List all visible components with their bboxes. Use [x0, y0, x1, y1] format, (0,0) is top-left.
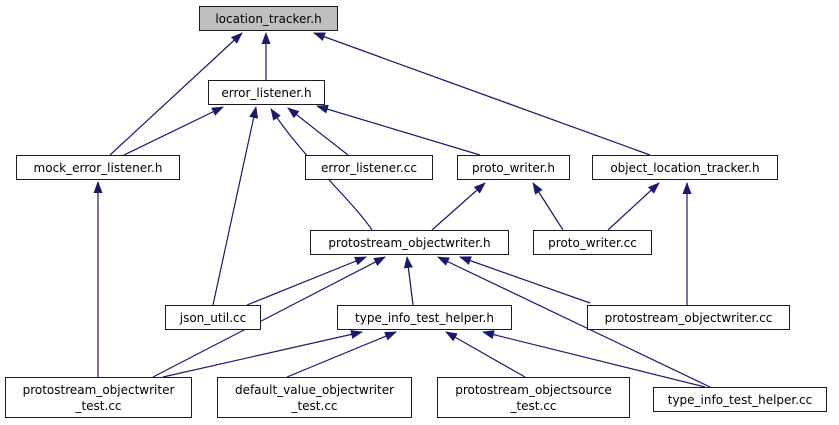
edge-mock_error_listener_h-to-location_tracker_h [109, 32, 243, 156]
edge-protostream_objectwriter_test_cc-to-type_info_test_helper_h [162, 330, 363, 378]
edge-protostream_objectwriter_h-to-proto_writer_h [431, 182, 486, 231]
node-protostream_objectwriter_test_cc[interactable]: protostream_objectwriter _test.cc [5, 377, 192, 418]
node-default_value_objectwriter_test_cc[interactable]: default_value_objectwriter _test.cc [217, 377, 412, 418]
edge-json_util_cc-to-protostream_objectwriter_h [246, 256, 367, 306]
edge-proto_writer_cc-to-proto_writer_h [532, 182, 564, 231]
edge-mock_error_listener_h-to-error_listener_h [123, 106, 224, 156]
edge-error_listener_cc-to-error_listener_h [287, 107, 349, 156]
edges-group [93, 32, 711, 388]
edge-protostream_objectwriter_cc-to-protostream_objectwriter_h [459, 256, 591, 304]
node-error_listener_h[interactable]: error_listener.h [208, 80, 325, 105]
edge-type_info_test_helper_h-to-protostream_objectwriter_h [403, 256, 414, 306]
edge-type_info_test_helper_cc-to-protostream_objectwriter_h [437, 256, 711, 388]
node-error_listener_cc[interactable]: error_listener.cc [305, 155, 433, 180]
edge-protostream_objectwriter_test_cc-to-protostream_objectwriter_h [152, 256, 386, 378]
edge-json_util_cc-to-error_listener_h [212, 106, 259, 306]
node-json_util_cc[interactable]: json_util.cc [165, 305, 261, 330]
node-mock_error_listener_h[interactable]: mock_error_listener.h [16, 155, 180, 180]
node-object_location_tracker_h[interactable]: object_location_tracker.h [592, 155, 778, 180]
node-protostream_objectwriter_h[interactable]: protostream_objectwriter.h [310, 230, 509, 255]
edge-object_location_tracker_h-to-location_tracker_h [313, 32, 651, 156]
edge-proto_writer_cc-to-object_location_tracker_h [607, 182, 660, 231]
node-type_info_test_helper_cc[interactable]: type_info_test_helper.cc [653, 387, 827, 412]
node-proto_writer_cc[interactable]: proto_writer.cc [533, 230, 652, 255]
edge-protostream_objectsource_test_cc-to-type_info_test_helper_h [445, 331, 526, 378]
node-protostream_objectsource_test_cc[interactable]: protostream_objectsource _test.cc [437, 377, 630, 418]
edge-type_info_test_helper_cc-to-type_info_test_helper_h [482, 330, 706, 388]
node-type_info_test_helper_h[interactable]: type_info_test_helper.h [337, 305, 512, 330]
node-proto_writer_h[interactable]: proto_writer.h [457, 155, 570, 180]
edge-proto_writer_h-to-error_listener_h [316, 104, 481, 156]
edge-default_value_objectwriter_test_cc-to-type_info_test_helper_h [286, 331, 397, 378]
node-protostream_objectwriter_cc[interactable]: protostream_objectwriter.cc [587, 305, 790, 330]
node-location_tracker_h[interactable]: location_tracker.h [199, 6, 338, 31]
